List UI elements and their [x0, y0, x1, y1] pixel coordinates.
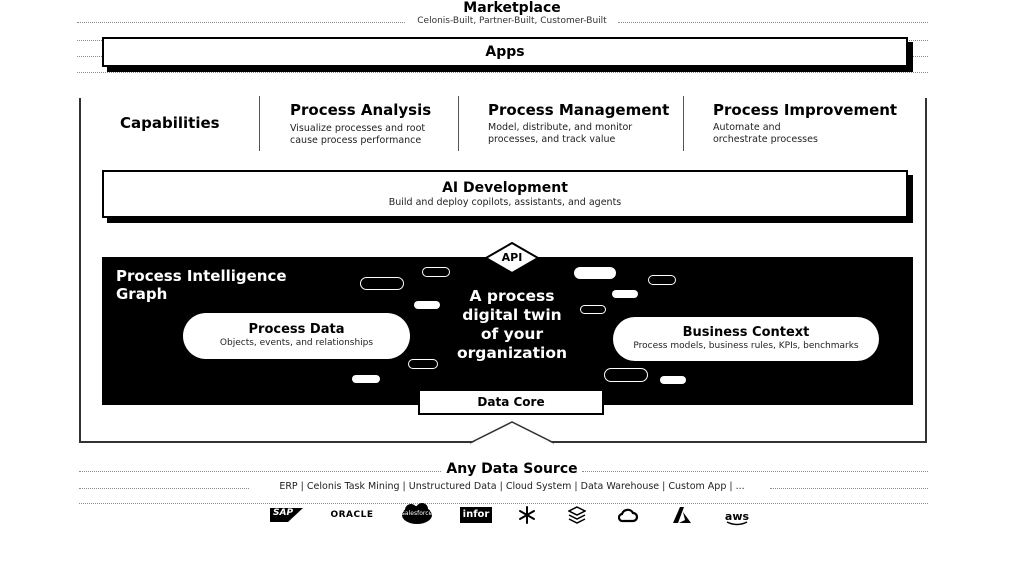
infor-logo: infor [459, 506, 493, 524]
graph-title-line: Process Intelligence [116, 267, 287, 285]
stack-icon [566, 506, 588, 524]
capability-title: Process Analysis [290, 101, 432, 119]
capability-desc: Automate and [713, 122, 781, 133]
graph-node [422, 267, 450, 277]
graph-node [648, 275, 676, 285]
divider [259, 96, 260, 151]
sap-logo: SAP [270, 506, 304, 524]
dotted-line [79, 471, 441, 472]
graph-node [660, 376, 686, 384]
marketplace-subtitle: Celonis-Built, Partner-Built, Customer-B… [417, 16, 607, 26]
capability-process-management: Process Management Model, distribute, an… [488, 101, 669, 146]
graph-node [612, 290, 638, 298]
salesforce-logo: salesforce [400, 503, 434, 525]
graph-node [414, 301, 440, 309]
divider [458, 96, 459, 151]
capability-process-improvement: Process Improvement Automate and orchest… [713, 101, 897, 146]
business-context-subtitle: Process models, business rules, KPIs, be… [633, 341, 859, 351]
aws-logo: aws [722, 505, 752, 527]
snowflake-icon-shape [519, 506, 535, 524]
data-core-box: Data Core [418, 389, 604, 415]
dotted-line [77, 22, 405, 23]
azure-icon-shape [673, 507, 691, 523]
graph-node [574, 267, 616, 279]
digital-twin-line: organization [456, 344, 568, 362]
data-core-label: Data Core [477, 395, 545, 409]
frame-arrow-notch-icon [470, 421, 554, 444]
dotted-line [79, 503, 928, 504]
oracle-logo-text: ORACLE [330, 510, 374, 520]
capability-desc: Model, distribute, and monitor [488, 122, 633, 133]
apps-label: Apps [485, 44, 525, 60]
graph-node [580, 305, 606, 314]
capability-desc: Visualize processes and root [290, 123, 426, 134]
graph-node [360, 277, 404, 290]
apps-box: Apps [102, 37, 908, 67]
oracle-logo: ORACLE [326, 506, 378, 524]
aws-smile-icon [726, 521, 748, 526]
capability-desc: orchestrate processes [713, 134, 818, 145]
capability-desc: cause process performance [290, 135, 422, 146]
process-data-subtitle: Objects, events, and relationships [219, 338, 374, 348]
graph-node [408, 359, 438, 369]
graph-node [604, 368, 648, 382]
dotted-line [770, 488, 928, 489]
capability-title: Process Improvement [713, 101, 898, 119]
ai-development-box: AI Development Build and deploy copilots… [102, 170, 908, 218]
digital-twin-line: A process [469, 287, 555, 305]
marketplace-title: Marketplace [463, 0, 561, 16]
capability-process-analysis: Process Analysis Visualize processes and… [290, 101, 431, 147]
any-data-source-title: Any Data Source [446, 461, 578, 477]
api-badge: API [483, 241, 541, 275]
process-data-title: Process Data [248, 322, 345, 337]
graph-node [352, 375, 380, 383]
sap-logo-shape [270, 508, 303, 522]
stack-icon-shape [568, 506, 586, 524]
salesforce-logo-text: salesforce [401, 510, 433, 517]
azure-icon [671, 506, 693, 524]
digital-twin-text: A process digital twin of your organizat… [432, 287, 592, 363]
graph-title: Process Intelligence Graph [116, 267, 287, 303]
capability-title: Process Management [488, 101, 670, 119]
ai-development-title: AI Development [442, 180, 568, 196]
dotted-line [77, 72, 928, 73]
ai-development-subtitle: Build and deploy copilots, assistants, a… [388, 197, 622, 208]
process-data-pill: Process Data Objects, events, and relati… [183, 313, 410, 359]
dotted-line [582, 471, 928, 472]
capability-desc: processes, and track value [488, 134, 616, 145]
snowflake-icon [516, 506, 538, 524]
cloud-icon [617, 506, 639, 524]
process-intelligence-graph: Process Intelligence Graph Process Data … [102, 257, 913, 405]
salesforce-cloud-icon [402, 503, 432, 524]
business-context-title: Business Context [682, 325, 810, 340]
dotted-line [79, 488, 249, 489]
capabilities-heading: Capabilities [120, 114, 220, 132]
dotted-line [618, 22, 928, 23]
divider [683, 96, 684, 151]
any-data-source-subtitle: ERP | Celonis Task Mining | Unstructured… [279, 481, 745, 492]
digital-twin-line: digital twin [462, 306, 562, 324]
infor-logo-text: infor [459, 507, 493, 523]
sap-logo-text: SAP [273, 508, 294, 518]
api-label: API [501, 251, 523, 264]
aws-logo-text: aws [724, 509, 750, 523]
digital-twin-line: of your [480, 325, 544, 343]
graph-title-line: Graph [116, 285, 168, 303]
api-diamond-icon [483, 241, 541, 275]
cloud-icon-shape [618, 508, 638, 523]
business-context-pill: Business Context Process models, busines… [613, 317, 879, 361]
